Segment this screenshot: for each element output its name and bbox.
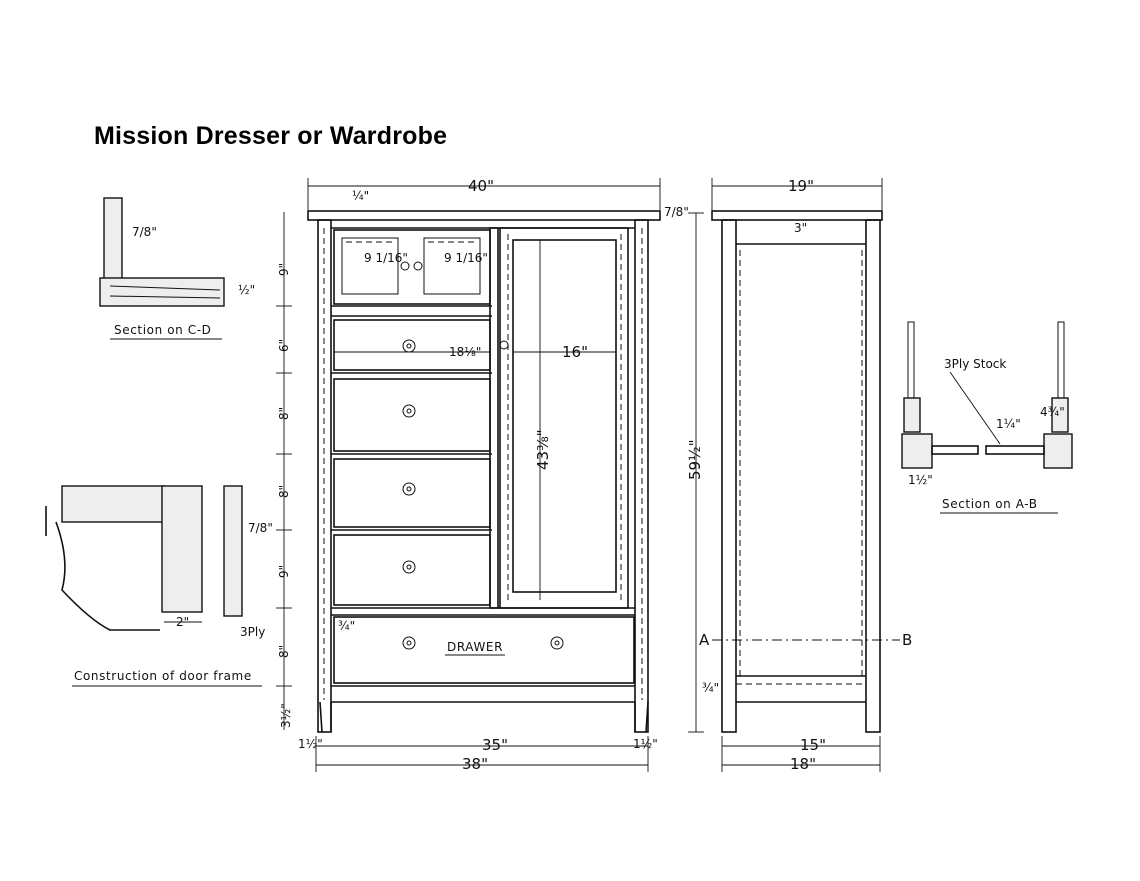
dim-side-depth: 18" xyxy=(790,755,816,773)
ab-dim-quarter: 1¼" xyxy=(996,417,1021,431)
door-frame-detail: 2" 7/8" 3Ply Construction of door frame xyxy=(45,485,273,687)
drawer-label: DRAWER xyxy=(447,640,503,654)
dim-overall-depth: 19" xyxy=(788,177,814,195)
dim-row2: 6" xyxy=(277,339,291,352)
front-right-post xyxy=(634,219,649,733)
door-dim-seven-eighth: 7/8" xyxy=(248,521,273,535)
point-a: A xyxy=(699,631,710,649)
dim-row3: 8" xyxy=(277,407,291,420)
side-top-board xyxy=(711,210,883,221)
ab-dim-right: 4¾" xyxy=(1040,405,1065,419)
dim-overall-height: 59½" xyxy=(686,439,704,480)
dim-mirror-height: 43⅜" xyxy=(534,429,552,470)
front-dimensions: 40" ¼" 35" 38" 1½" 1½" 59½" 7/8" 9" 6" 8… xyxy=(276,177,704,773)
dim-inner-width: 35" xyxy=(482,736,508,754)
point-b: B xyxy=(902,631,912,649)
caption-section-ab: Section on A-B xyxy=(942,497,1038,511)
dim-top-thickness: 7/8" xyxy=(664,205,689,219)
dim-row6: 8" xyxy=(277,645,291,658)
dim-row5: 9" xyxy=(277,565,291,578)
caption-door-frame: Construction of door frame xyxy=(74,669,252,683)
door-dim-two: 2" xyxy=(176,615,189,629)
front-top-board xyxy=(307,210,661,221)
bottom-drawer xyxy=(333,616,635,684)
knob-left xyxy=(400,261,410,271)
dim-rail: ¾" xyxy=(338,619,355,633)
dim-small-door-right: 9 1/16" xyxy=(444,251,488,265)
small-door-left xyxy=(341,237,399,295)
dim-side-top: 3" xyxy=(794,221,807,235)
dim-drawer-width: 18⅛" xyxy=(449,345,481,359)
door-ply: 3Ply xyxy=(240,625,265,639)
dim-row4: 8" xyxy=(277,485,291,498)
dim-top-overhang: ¼" xyxy=(352,189,369,203)
drawer-4 xyxy=(333,534,491,606)
dim-inner-depth: 15" xyxy=(800,736,826,754)
cd-dim-right: ½" xyxy=(238,283,255,297)
caption-section-cd: Section on C-D xyxy=(114,323,212,337)
cd-dim: 7/8" xyxy=(132,225,157,239)
drawer-2 xyxy=(333,378,491,452)
center-stile xyxy=(489,227,499,609)
side-back-post xyxy=(865,219,881,733)
drawer-3 xyxy=(333,458,491,528)
front-left-post xyxy=(317,219,332,733)
dim-mirror-width: 16" xyxy=(562,343,588,361)
dim-left-stile: 1½" xyxy=(298,737,323,751)
section-ab: 3Ply Stock 1¼" 1½" 4¾" Section on A-B xyxy=(901,321,1073,514)
section-cd: 7/8" ½" Section on C-D xyxy=(99,197,255,340)
side-front-post xyxy=(721,219,737,733)
dim-overall-width: 40" xyxy=(468,177,494,195)
small-door-right xyxy=(423,237,481,295)
dim-right-stile: 1½" xyxy=(633,737,658,751)
ab-dim-left: 1½" xyxy=(908,473,933,487)
front-elevation: DRAWER xyxy=(307,210,661,733)
dim-leg: 3½" xyxy=(279,703,293,728)
side-elevation: A B xyxy=(699,210,912,733)
dim-small-door-left: 9 1/16" xyxy=(364,251,408,265)
mirror-door xyxy=(499,227,629,609)
side-dimensions: 19" 15" 18" ¾" 3" xyxy=(702,177,883,773)
mirror-panel xyxy=(512,239,617,593)
knob-right xyxy=(413,261,423,271)
dim-body-width: 38" xyxy=(462,755,488,773)
dim-row1: 9" xyxy=(277,263,291,276)
drawing-title: Mission Dresser or Wardrobe xyxy=(94,122,448,150)
dim-side-rail: ¾" xyxy=(702,681,719,695)
small-doors-frame xyxy=(333,229,491,305)
ab-ply-stock: 3Ply Stock xyxy=(944,357,1006,371)
